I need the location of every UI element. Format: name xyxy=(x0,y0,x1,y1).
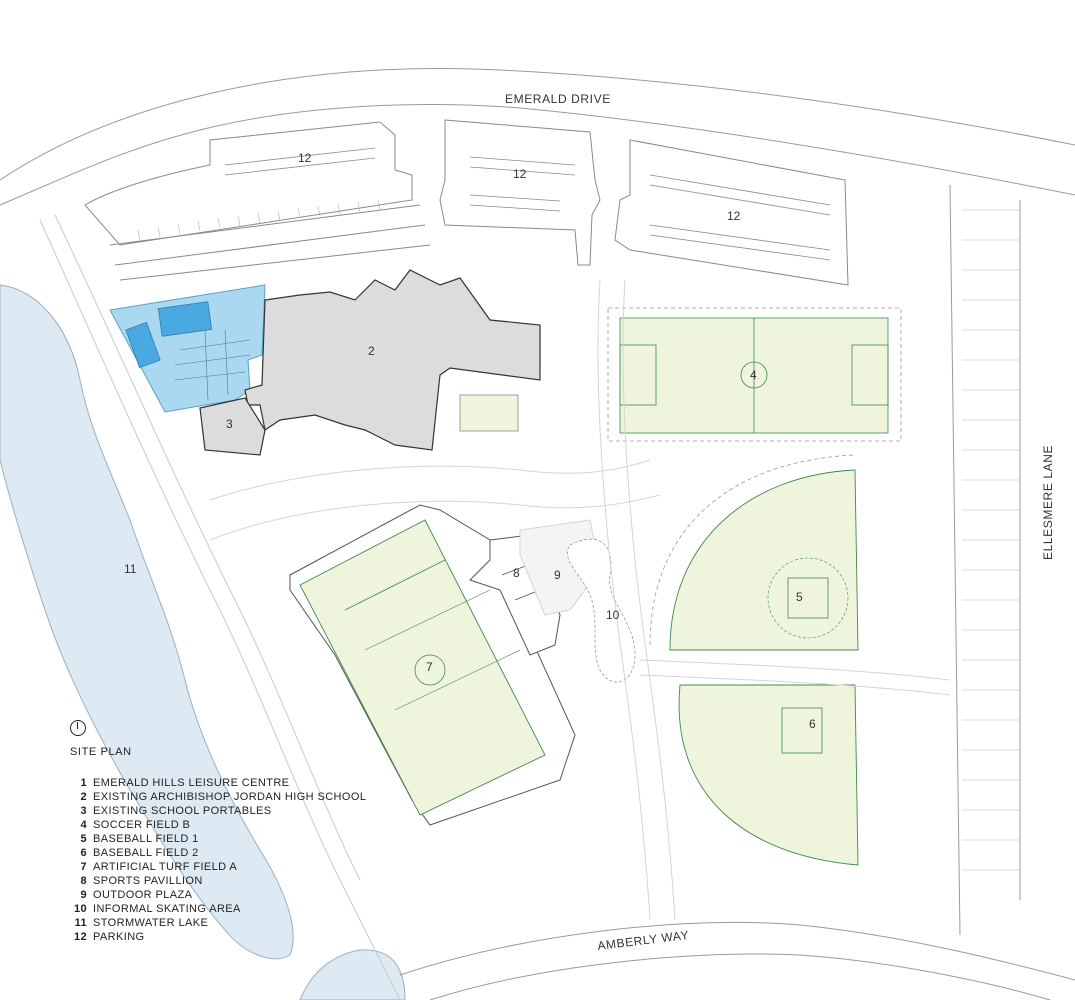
legend-label: SOCCER FIELD B xyxy=(93,819,191,831)
parking-lot-c xyxy=(614,139,849,286)
legend-num: 9 xyxy=(80,889,87,901)
amberly-way-road xyxy=(399,921,1075,981)
legend-label: OUTDOOR PLAZA xyxy=(93,889,193,901)
artificial-turf-field-a xyxy=(289,504,576,826)
legend-num: 2 xyxy=(80,791,87,803)
legend-item: 3 EXISTING SCHOOL PORTABLES xyxy=(70,804,400,818)
legend-num: 8 xyxy=(80,875,87,887)
lake-edge-path xyxy=(39,219,401,1000)
legend-num: 3 xyxy=(80,805,87,817)
informal-skating-area xyxy=(567,538,636,683)
walkway-paths xyxy=(209,279,951,921)
stormwater-lake xyxy=(0,284,294,960)
legend-item: 7 ARTIFICIAL TURF FIELD A xyxy=(70,860,400,874)
map-label-portables: 3 xyxy=(226,417,233,431)
legend-item: 5 BASEBALL FIELD 1 xyxy=(70,832,400,846)
map-label-parking-a: 12 xyxy=(298,151,312,165)
baseball-field-1 xyxy=(649,454,859,651)
legend-label: EXISTING SCHOOL PORTABLES xyxy=(93,805,272,817)
baseball-field-2 xyxy=(678,684,859,866)
map-label-skating: 10 xyxy=(606,608,620,622)
road-label-ellesmere-lane: ELLESMERE LANE xyxy=(1041,445,1055,560)
small-court xyxy=(459,394,519,432)
map-label-school: 2 xyxy=(368,344,375,358)
parking-lot-a xyxy=(84,121,431,281)
legend-num: 7 xyxy=(80,861,87,873)
legend-label: EXISTING ARCHIBISHOP JORDAN HIGH SCHOOL xyxy=(93,791,367,803)
north-arrow-icon xyxy=(70,720,86,736)
legend-item: 6 BASEBALL FIELD 2 xyxy=(70,846,400,860)
stormwater-lake-south xyxy=(299,949,406,1000)
legend-title: SITE PLAN xyxy=(70,746,132,758)
legend-label: BASEBALL FIELD 1 xyxy=(93,833,199,845)
legend-label: ARTIFICIAL TURF FIELD A xyxy=(93,861,238,873)
map-label-pavilion: 8 xyxy=(513,566,520,580)
soccer-field-b xyxy=(607,307,902,442)
legend-label: STORMWATER LAKE xyxy=(93,917,209,929)
map-label-baseball-2: 6 xyxy=(809,717,816,731)
map-label-baseball-1: 5 xyxy=(796,590,803,604)
legend-num: 1 xyxy=(80,777,87,789)
leisure-pool-leisure xyxy=(125,321,161,369)
road-label-emerald-drive: EMERALD DRIVE xyxy=(505,92,611,106)
legend-num: 5 xyxy=(80,833,87,845)
legend-num: 6 xyxy=(80,847,87,859)
legend-item: 4 SOCCER FIELD B xyxy=(70,818,400,832)
school-portables xyxy=(199,397,266,456)
legend-num: 11 xyxy=(74,917,87,929)
ellesmere-lane-west xyxy=(949,184,961,936)
map-label-parking-c: 12 xyxy=(727,209,741,223)
legend-num: 12 xyxy=(73,931,87,943)
legend-num: 10 xyxy=(73,903,87,915)
map-label-lake: 11 xyxy=(124,562,137,576)
map-label-soccer-b: 4 xyxy=(750,368,757,382)
legend-item: 8 SPORTS PAVILLION xyxy=(70,874,400,888)
legend-label: PARKING xyxy=(93,931,145,943)
legend-item: 10 INFORMAL SKATING AREA xyxy=(70,902,400,916)
legend-label: INFORMAL SKATING AREA xyxy=(93,903,241,915)
legend-item: 9 OUTDOOR PLAZA xyxy=(70,888,400,902)
map-label-turf-a: 7 xyxy=(426,660,433,674)
amberly-way-road-edge xyxy=(429,953,1051,1000)
emerald-drive-road xyxy=(0,68,1075,181)
legend-item: 11 STORMWATER LAKE xyxy=(70,916,400,930)
legend-item: 2 EXISTING ARCHIBISHOP JORDAN HIGH SCHOOL xyxy=(70,790,400,804)
legend-item: 12 PARKING xyxy=(70,930,400,944)
legend-label: SPORTS PAVILLION xyxy=(93,875,203,887)
emerald-drive-road-edge xyxy=(0,103,1075,206)
parking-lot-b xyxy=(439,119,601,266)
map-label-parking-b: 12 xyxy=(513,167,527,181)
legend-label: EMERALD HILLS LEISURE CENTRE xyxy=(93,777,290,789)
map-label-plaza: 9 xyxy=(554,568,561,582)
legend-item: 1 EMERALD HILLS LEISURE CENTRE xyxy=(70,776,400,790)
high-school-building xyxy=(244,269,541,451)
leisure-centre-building xyxy=(109,284,266,413)
legend-label: BASEBALL FIELD 2 xyxy=(93,847,199,859)
residential-lots xyxy=(962,209,1020,871)
legend-num: 4 xyxy=(80,819,87,831)
road-label-amberly-way: AMBERLY WAY xyxy=(597,928,690,953)
leisure-pool-lap xyxy=(157,301,213,337)
lake-edge-path-2 xyxy=(54,214,361,881)
